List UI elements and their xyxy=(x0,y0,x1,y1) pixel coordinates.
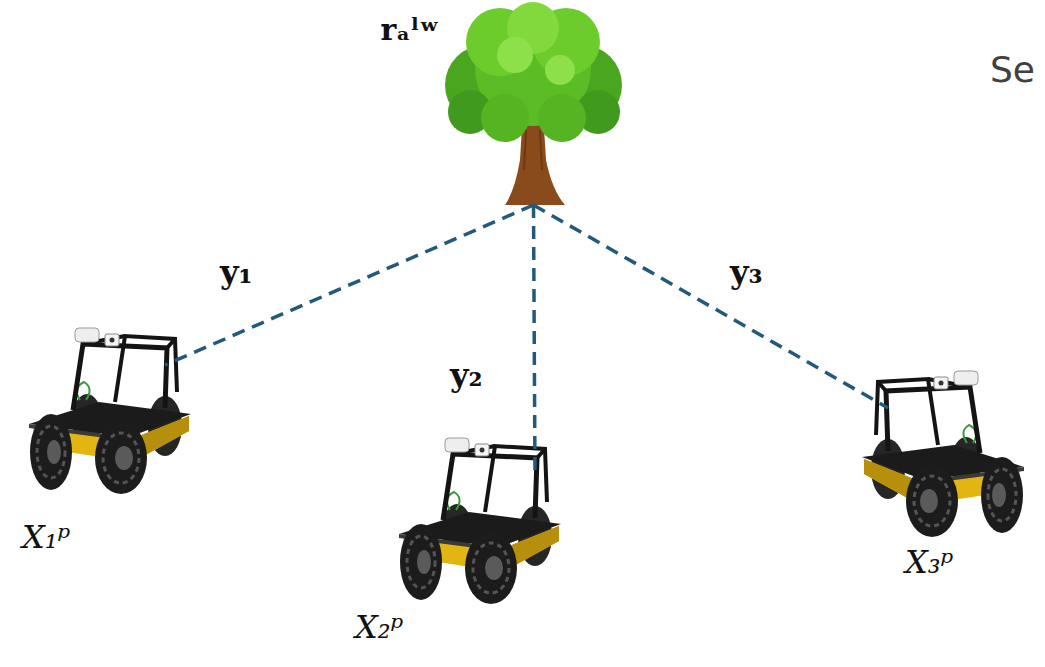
robot-pose: X₂ᵖ xyxy=(395,475,565,605)
robot-pose: X₁ᵖ xyxy=(25,365,195,495)
measurement-line xyxy=(534,205,889,408)
node-label: rₐˡʷ xyxy=(381,13,439,46)
measurement-label: y₃ xyxy=(728,255,765,290)
tree-illustration xyxy=(445,2,622,205)
robot-pose: X₃ᵖ xyxy=(858,408,1028,538)
node-label: X₃ᵖ xyxy=(905,545,953,580)
measurement-line xyxy=(165,205,534,365)
measurement-line xyxy=(534,205,536,475)
robot-illustration xyxy=(29,328,191,494)
robot-illustration xyxy=(862,371,1024,537)
node-label: X₂ᵖ xyxy=(355,610,403,645)
tree-landmark: rₐˡʷ xyxy=(445,5,622,205)
measurement-label: y₁ xyxy=(218,255,255,290)
node-label: X₁ᵖ xyxy=(22,520,70,555)
slide-heading-fragment: Se xyxy=(990,50,1035,90)
measurement-label: y₂ xyxy=(448,358,485,393)
robot-illustration xyxy=(399,438,561,604)
